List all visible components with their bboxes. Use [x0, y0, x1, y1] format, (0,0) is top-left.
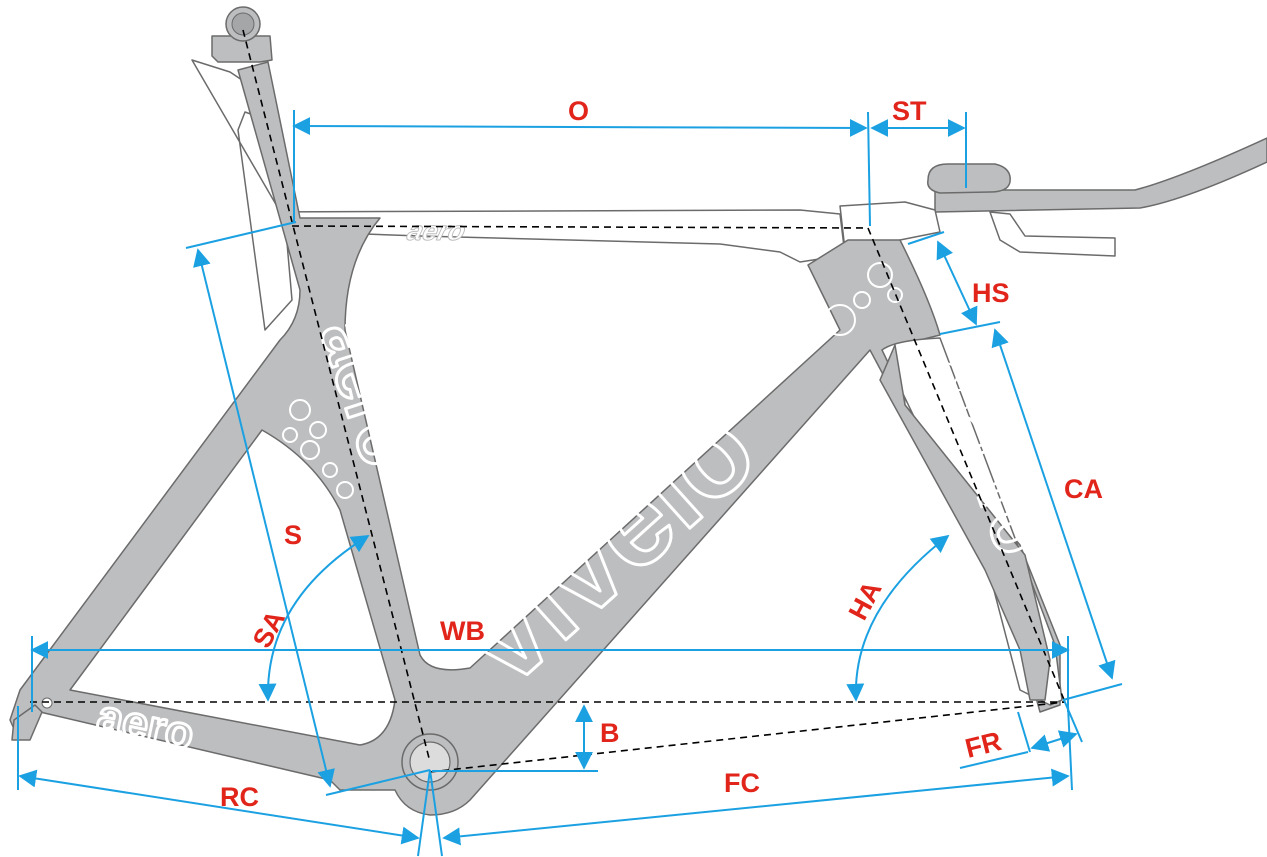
- dim-ha: [846, 534, 950, 702]
- dimension-lines: [17, 110, 1123, 857]
- label-rc: RC: [220, 782, 259, 812]
- label-ha: HA: [843, 576, 888, 625]
- label-b: B: [600, 718, 620, 748]
- dim-sa: [258, 535, 370, 702]
- armrest-pad: [927, 163, 1011, 194]
- label-wb: WB: [440, 616, 485, 646]
- dim-ca: [991, 328, 1116, 680]
- aerobar: [934, 137, 1267, 213]
- base-bar: [989, 211, 1116, 257]
- label-s: S: [284, 520, 302, 550]
- logo-aero-toptube: aero: [404, 215, 469, 245]
- dim-rc: [18, 769, 420, 845]
- label-fc: FC: [724, 768, 760, 798]
- label-st: ST: [892, 96, 927, 126]
- label-o: O: [568, 96, 589, 126]
- dim-hs: [936, 240, 978, 326]
- label-hs: HS: [972, 278, 1010, 308]
- logo-vivelo: vivelo: [438, 382, 780, 709]
- saddle-clamp: [211, 35, 273, 63]
- dim-o: [292, 117, 868, 137]
- dim-fc: [442, 768, 1070, 846]
- label-ca: CA: [1064, 474, 1103, 504]
